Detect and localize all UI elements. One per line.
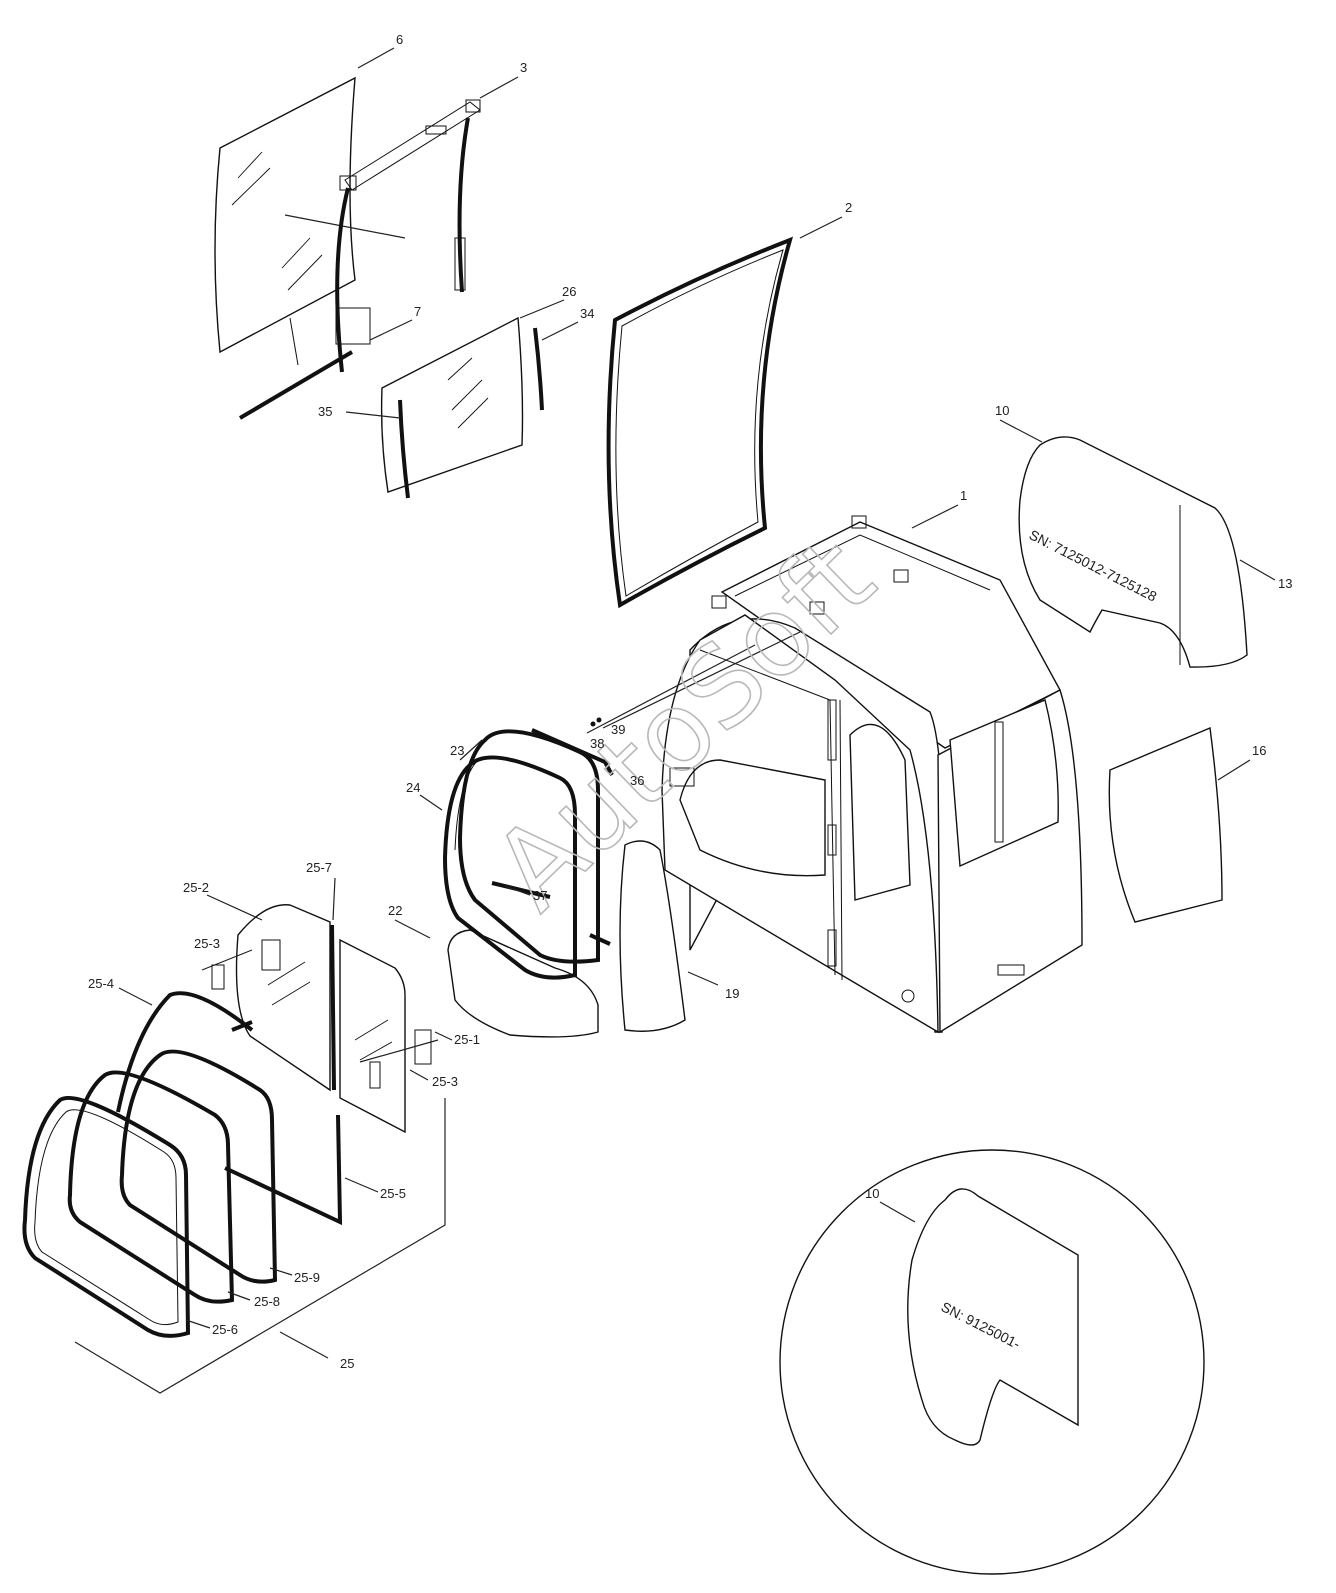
label-1: 1 [960,488,967,503]
label-25-8: 25-8 [254,1294,280,1309]
label-10: 10 [995,403,1009,418]
leader-lines [118,47,1276,1359]
part-6-front-glass [214,76,406,354]
part-16-side-glass [1108,726,1223,923]
label-25-9: 25-9 [294,1270,320,1285]
label-22: 22 [388,903,402,918]
label-39: 39 [611,722,625,737]
label-2: 2 [845,200,852,215]
part-22-lower-glass [447,929,599,1038]
label-24: 24 [406,780,420,795]
label-19: 19 [725,986,739,1001]
label-3: 3 [520,60,527,75]
label-34: 34 [580,306,594,321]
label-25-5: 25-5 [380,1186,406,1201]
label-7: 7 [414,304,421,319]
part-26-lower-glass [380,316,544,499]
label-26: 26 [562,284,576,299]
label-23: 23 [450,743,464,758]
label-38: 38 [590,736,604,751]
detail-circle [779,1149,1205,1575]
part-36-strip [531,631,801,776]
label-10-detail: 10 [865,1186,879,1201]
label-25-6: 25-6 [212,1322,238,1337]
label-25-4: 25-4 [88,976,114,991]
part-3-frame-rails [335,99,481,373]
label-36: 36 [630,773,644,788]
label-25-1: 25-1 [454,1032,480,1047]
label-16: 16 [1252,743,1266,758]
label-37: 37 [533,888,547,903]
label-25: 25 [340,1356,354,1371]
part-7-lower-rail [238,307,371,420]
part-23-24-door-seals [442,729,611,980]
part-10-rear-glass-upper [1018,436,1248,668]
label-25-2: 25-2 [183,880,209,895]
label-25-3-lower: 25-3 [432,1074,458,1089]
label-25-7: 25-7 [306,860,332,875]
part-19-narrow-glass [619,840,686,1032]
label-13: 13 [1278,576,1292,591]
part-1-cab-frame [661,515,1083,1034]
callout-labels: 6 3 2 26 7 34 35 10 1 13 16 39 38 23 36 … [88,32,1292,1371]
label-6: 6 [396,32,403,47]
part-2-seal [606,236,794,609]
label-25-3-upper: 25-3 [194,936,220,951]
label-35: 35 [318,404,332,419]
part-25-door-assembly [22,904,446,1394]
